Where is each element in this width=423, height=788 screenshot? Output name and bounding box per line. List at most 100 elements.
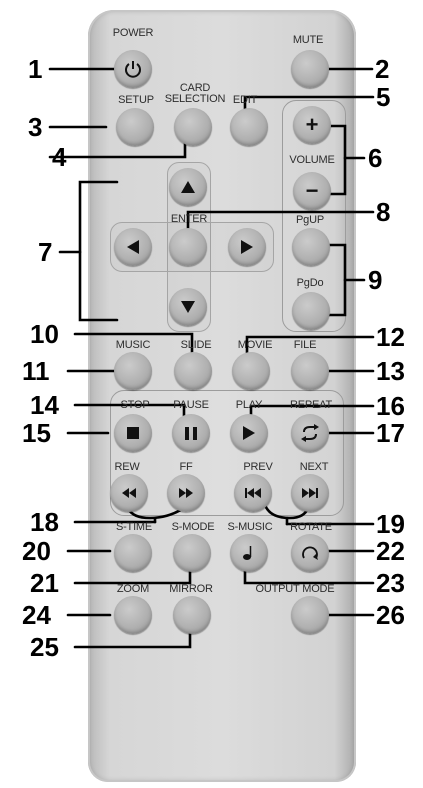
s-mode-label: S-MODE (172, 521, 215, 533)
pause-label: PAUSE (173, 399, 208, 411)
callout-18: 18 (30, 509, 59, 535)
output-mode-label: OUTPUT MODE (256, 583, 335, 595)
callout-16: 16 (376, 393, 405, 419)
rewind-button[interactable] (110, 474, 148, 512)
callout-10: 10 (30, 321, 59, 347)
mirror-label: MIRROR (169, 583, 212, 595)
callout-8: 8 (376, 199, 390, 225)
edit-button[interactable] (230, 108, 268, 146)
zoom-label: ZOOM (117, 583, 149, 595)
arrow-down-icon (181, 301, 195, 313)
volume-up-button[interactable]: + (293, 106, 331, 144)
rew-label: REW (114, 461, 139, 473)
callout-7: 7 (38, 239, 52, 265)
callout-22: 22 (376, 538, 405, 564)
callout-4: 4 (52, 144, 66, 170)
card-selection-button[interactable] (174, 108, 212, 146)
stop-icon (127, 427, 139, 439)
prev-label: PREV (243, 461, 272, 473)
file-label: FILE (294, 339, 316, 351)
stop-button[interactable] (114, 414, 152, 452)
rotate-icon (301, 545, 319, 561)
edit-label: EDIT (233, 94, 257, 106)
volume-label: VOLUME (289, 154, 334, 166)
callout-13: 13 (376, 358, 405, 384)
fast-forward-button[interactable] (167, 474, 205, 512)
fast-forward-icon (179, 488, 193, 498)
arrow-left-icon (127, 240, 139, 254)
next-label: NEXT (300, 461, 329, 473)
page-down-button[interactable] (292, 292, 330, 330)
rotate-button[interactable] (291, 534, 329, 572)
callout-6: 6 (368, 145, 382, 171)
power-icon (123, 59, 143, 79)
enter-label: ENTER (171, 213, 207, 225)
repeat-button[interactable] (291, 414, 329, 452)
music-label: MUSIC (116, 339, 150, 351)
music-button[interactable] (114, 352, 152, 390)
play-button[interactable] (230, 414, 268, 452)
mute-button[interactable] (291, 50, 329, 88)
mirror-button[interactable] (173, 596, 211, 634)
up-button[interactable] (169, 168, 207, 206)
pgdo-label: PgDo (297, 277, 324, 289)
callout-14: 14 (30, 392, 59, 418)
enter-button[interactable] (169, 228, 207, 266)
callout-17: 17 (376, 420, 405, 446)
callout-15: 15 (22, 420, 51, 446)
volume-down-button[interactable]: − (293, 172, 331, 210)
callout-25: 25 (30, 634, 59, 660)
setup-button[interactable] (116, 108, 154, 146)
zoom-button[interactable] (114, 596, 152, 634)
right-button[interactable] (228, 228, 266, 266)
left-button[interactable] (114, 228, 152, 266)
callout-26: 26 (376, 602, 405, 628)
skip-previous-icon (245, 488, 261, 498)
setup-label: SETUP (118, 94, 154, 106)
play-label: PLAY (236, 399, 263, 411)
rewind-icon (122, 488, 136, 498)
callout-23: 23 (376, 570, 405, 596)
callout-5: 5 (376, 84, 390, 110)
page-up-button[interactable] (292, 228, 330, 266)
s-mode-button[interactable] (173, 534, 211, 572)
repeat-icon (300, 424, 320, 442)
volume-plus-glyph: + (306, 112, 319, 138)
pause-icon (185, 427, 197, 440)
callout-19: 19 (376, 511, 405, 537)
s-time-button[interactable] (114, 534, 152, 572)
callout-1: 1 (28, 56, 42, 82)
slide-label: SLIDE (181, 339, 212, 351)
ff-label: FF (179, 461, 192, 473)
volume-minus-glyph: − (306, 178, 319, 204)
mute-label: MUTE (293, 34, 323, 46)
callout-2: 2 (375, 56, 389, 82)
rotate-label: ROTATE (290, 521, 332, 533)
skip-next-icon (302, 488, 318, 498)
power-button[interactable] (114, 50, 152, 88)
file-button[interactable] (291, 352, 329, 390)
callout-21: 21 (30, 570, 59, 596)
next-button[interactable] (291, 474, 329, 512)
s-time-label: S-TIME (116, 521, 152, 533)
movie-label: MOVIE (238, 339, 272, 351)
slide-button[interactable] (174, 352, 212, 390)
previous-button[interactable] (234, 474, 272, 512)
arrow-up-icon (181, 181, 195, 193)
s-music-label: S-MUSIC (227, 521, 272, 533)
pause-button[interactable] (172, 414, 210, 452)
callout-24: 24 (22, 602, 51, 628)
power-label: POWER (113, 27, 154, 39)
callout-20: 20 (22, 538, 51, 564)
movie-button[interactable] (232, 352, 270, 390)
callout-11: 11 (22, 358, 50, 384)
music-note-icon (243, 546, 255, 560)
callout-9: 9 (368, 267, 382, 293)
output-mode-button[interactable] (291, 596, 329, 634)
callout-3: 3 (28, 114, 42, 140)
s-music-button[interactable] (230, 534, 268, 572)
down-button[interactable] (169, 288, 207, 326)
card-selection-label: CARD SELECTION (165, 83, 226, 105)
repeat-label: REPEAT (290, 399, 332, 411)
